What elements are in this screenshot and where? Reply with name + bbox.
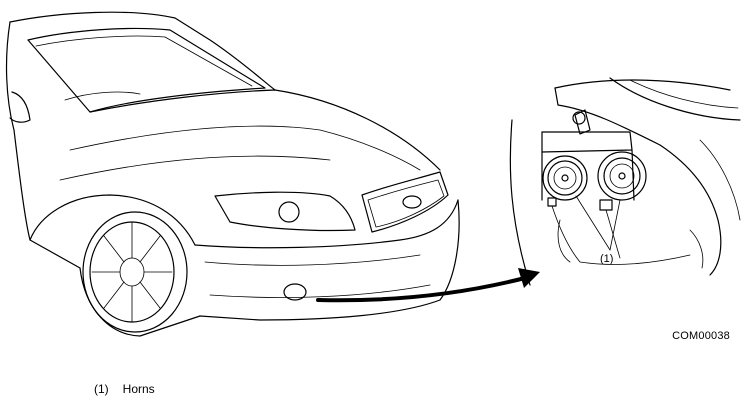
figure-code: COM00038 xyxy=(672,330,730,342)
legend: (1) Horns xyxy=(94,382,155,396)
callout-label: (1) xyxy=(600,253,613,265)
legend-text: Horns xyxy=(122,382,155,396)
horn-detail-view: (1) xyxy=(509,77,741,286)
car-illustration xyxy=(5,11,460,337)
legend-number: (1) xyxy=(94,382,109,396)
location-arrow xyxy=(316,268,540,303)
